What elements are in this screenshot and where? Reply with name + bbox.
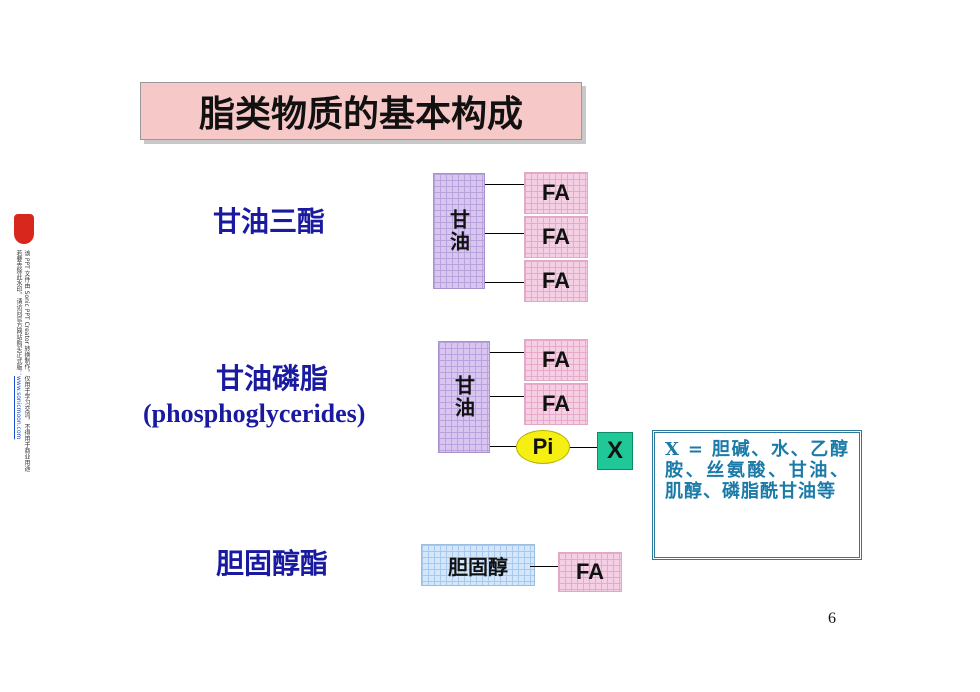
x-definition-box: X = 胆碱、水、乙醇胺、丝氨酸、甘油、肌醇、磷脂酰甘油等 [652, 430, 862, 560]
bond-line [570, 447, 598, 448]
heading-triglyceride: 甘油三酯 [213, 205, 326, 238]
bond-line [490, 352, 526, 353]
glycerol-block-2: 甘油 [438, 341, 490, 453]
glycerol-block-1: 甘油 [433, 173, 485, 289]
bond-line [490, 396, 526, 397]
bond-line [485, 184, 525, 185]
fa-block: FA [524, 216, 588, 258]
watermark-logo [14, 214, 34, 244]
x-group-box: X [597, 432, 633, 470]
page-number: 6 [828, 610, 836, 627]
phosphate-pi: Pi [516, 430, 570, 464]
watermark-url[interactable]: www.sonicmoon.com [15, 376, 22, 440]
bond-line [530, 566, 560, 567]
bond-line [490, 446, 518, 447]
heading-cholesterol-ester: 胆固醇酯 [216, 547, 329, 580]
watermark-text: 该 PPT 文件由 Sonic PPT Creator 转换制作，仅用于学习交流… [14, 250, 30, 490]
fa-block: FA [524, 172, 588, 214]
subheading-phosphoglycerides: (phosphoglycerides) [143, 399, 366, 428]
watermark-line2: 若要去除此水印，请访问官方网站购买正式版： [15, 250, 22, 376]
fa-block: FA [558, 552, 622, 592]
bond-line [485, 233, 525, 234]
heading-phospholipid: 甘油磷脂 [216, 362, 329, 395]
fa-block: FA [524, 339, 588, 381]
cholesterol-block: 胆固醇 [421, 544, 535, 586]
watermark-line1: 该 PPT 文件由 Sonic PPT Creator 转换制作，仅用于学习交流… [23, 250, 30, 472]
bond-line [485, 282, 525, 283]
x-definition-text: X = 胆碱、水、乙醇胺、丝氨酸、甘油、肌醇、磷脂酰甘油等 [665, 439, 849, 502]
slide-title: 脂类物质的基本构成 [140, 82, 582, 140]
fa-block: FA [524, 383, 588, 425]
fa-block: FA [524, 260, 588, 302]
